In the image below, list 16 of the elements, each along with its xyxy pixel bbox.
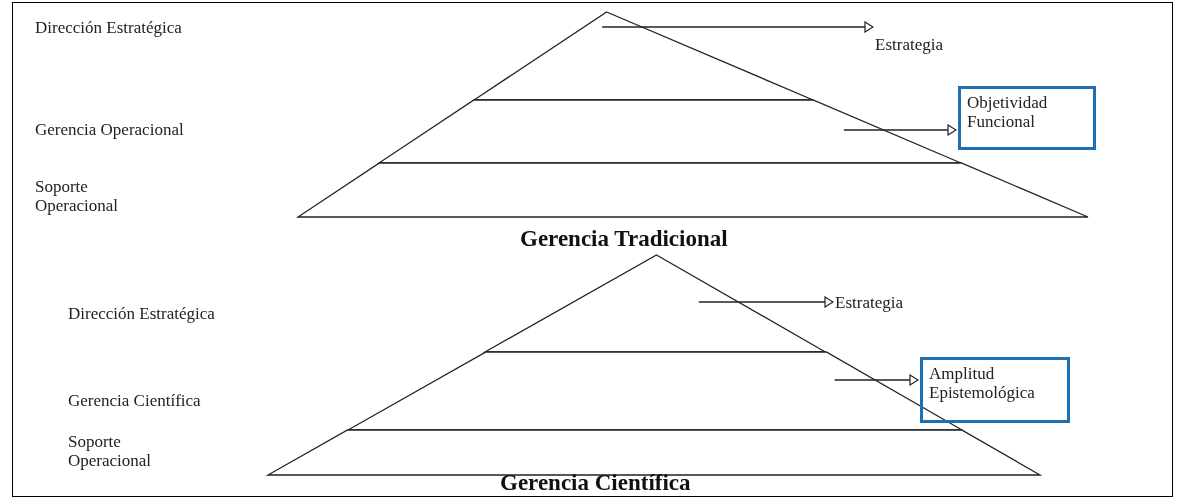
level-label: Gerencia Operacional [35,120,185,139]
arrow [833,374,919,386]
pyramid-caption: Gerencia Científica [500,470,691,496]
level-label: Gerencia Científica [68,391,202,410]
arrow [698,296,834,308]
arrow [843,124,957,136]
level-label: Soporte Operacional [35,177,120,215]
highlight-box: Objetividad Funcional [958,86,1096,150]
highlight-box: Amplitud Epistemológica [920,357,1070,423]
level-label: Soporte Operacional [68,432,153,470]
result-label: Estrategia [835,293,903,312]
level-label: Dirección Estratégica [35,18,183,37]
result-label: Estrategia [875,35,943,54]
arrow [601,21,874,33]
pyramid-caption: Gerencia Tradicional [520,226,728,252]
level-label: Dirección Estratégica [68,304,216,323]
